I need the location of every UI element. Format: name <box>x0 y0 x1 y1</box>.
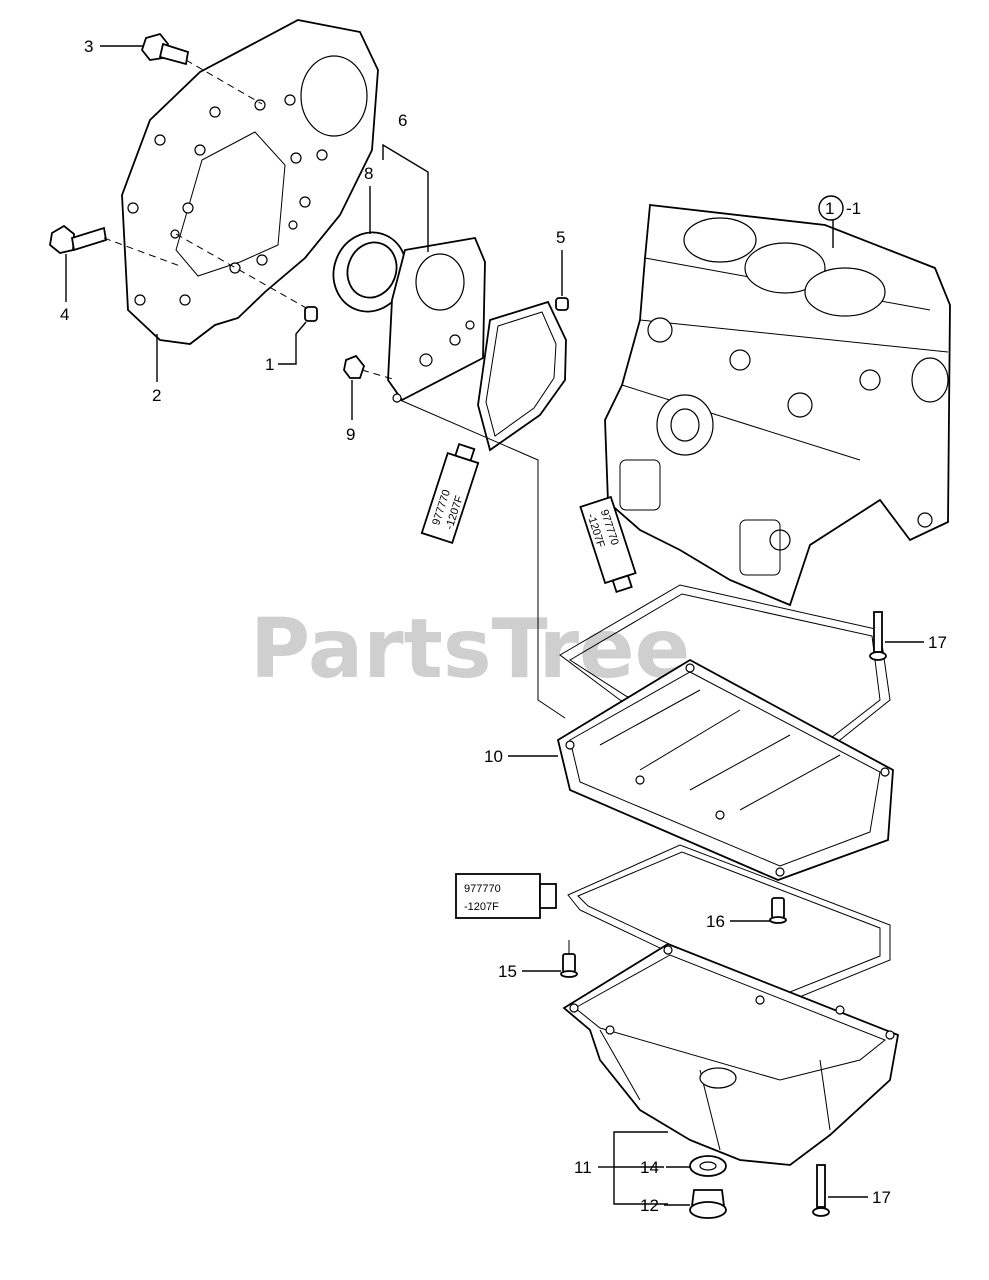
svg-text:17: 17 <box>872 1188 891 1207</box>
svg-text:15: 15 <box>498 962 517 981</box>
sealant-tube-3[interactable]: 977770 -1207F <box>455 873 557 919</box>
callout-12: 12 <box>640 1196 690 1215</box>
svg-text:17: 17 <box>928 633 947 652</box>
block-reference-label: 1 -1 <box>818 195 861 248</box>
pin-part-5[interactable] <box>555 297 569 311</box>
svg-text:3: 3 <box>84 37 93 56</box>
callout-17-upper: 17 <box>885 633 947 652</box>
engine-cylinder-block[interactable] <box>604 204 951 607</box>
bolt-part-9[interactable] <box>343 354 397 381</box>
callout-5: 5 <box>556 228 565 296</box>
svg-text:9: 9 <box>346 425 355 444</box>
dowel-pin-part-1[interactable] <box>175 233 318 322</box>
washer-part-14[interactable] <box>689 1155 727 1177</box>
svg-text:10: 10 <box>484 747 503 766</box>
callout-16: 16 <box>706 912 770 931</box>
sealant-tube-2[interactable]: 977770 -1207F <box>579 495 639 594</box>
block-ref-suffix: -1 <box>846 199 861 218</box>
bolt-part-4[interactable] <box>49 224 181 267</box>
housing-part-6[interactable] <box>387 236 486 403</box>
callout-6: 6 <box>382 111 429 252</box>
callout-14: 14 <box>640 1158 690 1177</box>
svg-text:5: 5 <box>556 228 565 247</box>
bolt-part-17-lower[interactable] <box>812 1164 830 1217</box>
gasket-oil-pan-lower[interactable] <box>567 844 891 1006</box>
svg-text:11: 11 <box>574 1158 592 1177</box>
gear-case-plate[interactable] <box>121 19 379 345</box>
block-ref-number: 1 <box>825 199 834 218</box>
oil-pan-upper-frame-part-10[interactable] <box>556 658 894 881</box>
oil-pan[interactable] <box>562 942 900 1166</box>
callout-9: 9 <box>346 380 355 444</box>
bolt-part-17-upper[interactable] <box>869 611 887 661</box>
svg-text:12: 12 <box>640 1196 659 1215</box>
callout-15: 15 <box>498 962 561 981</box>
callout-8: 8 <box>364 164 373 234</box>
bolt-part-3[interactable] <box>140 32 263 105</box>
oil-seal-part-8[interactable] <box>322 222 417 322</box>
svg-text:4: 4 <box>60 305 69 324</box>
drain-plug-part-12[interactable] <box>689 1189 727 1219</box>
assembly-line <box>399 399 566 719</box>
callout-3: 3 <box>84 37 144 56</box>
gasket-upper[interactable] <box>477 300 567 452</box>
callout-2: 2 <box>152 334 161 405</box>
svg-text:1: 1 <box>265 355 274 374</box>
callout-10: 10 <box>484 747 558 766</box>
callout-17-lower: 17 <box>828 1188 891 1207</box>
svg-text:8: 8 <box>364 164 373 183</box>
svg-text:2: 2 <box>152 386 161 405</box>
svg-text:14: 14 <box>640 1158 659 1177</box>
tube-3-label-line2: -1207F <box>464 901 499 913</box>
callout-11: 11 <box>574 1131 668 1205</box>
svg-text:6: 6 <box>398 111 407 130</box>
bolt-part-16[interactable] <box>769 897 787 924</box>
watermark-text: PartsTree <box>250 602 690 697</box>
svg-text:16: 16 <box>706 912 725 931</box>
bolt-part-15[interactable] <box>560 940 578 978</box>
callout-1: 1 <box>265 321 307 374</box>
tube-3-label-line1: 977770 <box>464 883 501 895</box>
callout-4: 4 <box>60 254 69 324</box>
sealant-tube-1[interactable]: 977770 -1207F <box>420 442 482 545</box>
